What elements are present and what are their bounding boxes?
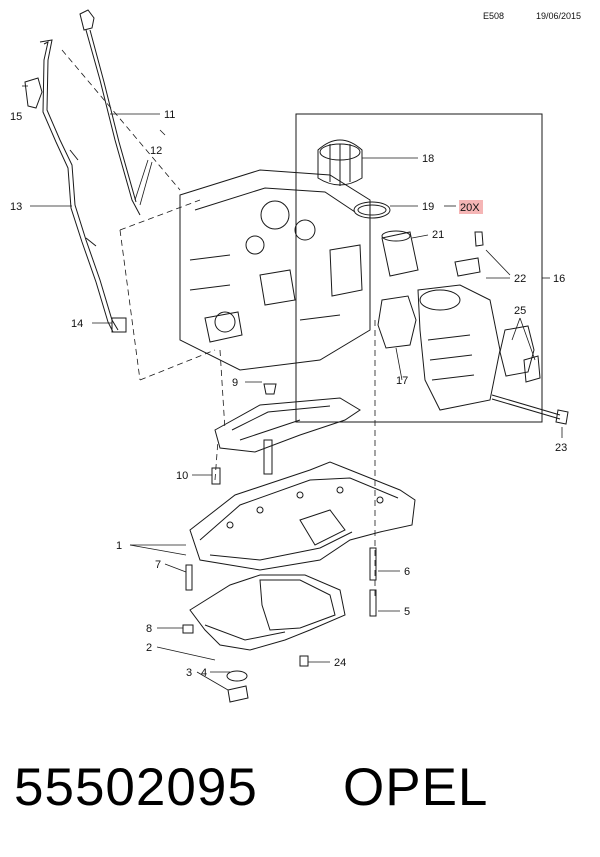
lower-oil-pan: [189, 574, 346, 703]
callout-15: 15: [10, 111, 22, 123]
callout-12: 12: [150, 145, 162, 157]
callout-labels: 15 11 12 13 14 9 10 1 7 8 2 3 4 6 5 24 1…: [10, 109, 567, 679]
callout-10: 10: [176, 470, 188, 482]
leader-lines: [22, 85, 563, 691]
callout-1: 1: [116, 540, 122, 552]
diagram-code: E508: [483, 11, 504, 21]
callout-9: 9: [232, 377, 238, 389]
oil-filter-module: [295, 113, 543, 423]
guide-lines: [61, 49, 376, 600]
callout-3: 3: [186, 667, 192, 679]
bolt-23: [491, 394, 569, 425]
callout-5: 5: [404, 606, 410, 618]
callout-13: 13: [10, 201, 22, 213]
fasteners: [182, 467, 377, 667]
callout-22: 22: [514, 273, 526, 285]
callout-16: 16: [553, 273, 565, 285]
callout-19: 19: [422, 201, 434, 213]
dipstick-assembly: [24, 9, 141, 333]
highlight-20x: [459, 200, 483, 214]
callout-25: 25: [514, 305, 526, 317]
callout-24: 24: [334, 657, 346, 669]
callout-8: 8: [146, 623, 152, 635]
callout-2: 2: [146, 642, 152, 654]
baffle-plate: [214, 383, 361, 475]
callout-17: 17: [396, 375, 408, 387]
upper-oil-pan: [189, 461, 416, 571]
callout-18: 18: [422, 153, 434, 165]
callout-11: 11: [164, 109, 175, 121]
part-number: 55502095: [14, 758, 258, 817]
callout-7: 7: [155, 559, 161, 571]
callout-20x: 20X: [460, 202, 480, 214]
callout-14: 14: [71, 318, 83, 330]
callout-23: 23: [555, 442, 567, 454]
callout-21: 21: [432, 229, 444, 241]
exploded-parts-diagram: E508 19/06/2015: [10, 9, 581, 703]
diagram-date: 19/06/2015: [536, 11, 581, 21]
callout-6: 6: [404, 566, 410, 578]
callout-4: 4: [201, 667, 207, 679]
engine-block: [179, 169, 371, 371]
brand-name: OPEL: [343, 758, 489, 817]
